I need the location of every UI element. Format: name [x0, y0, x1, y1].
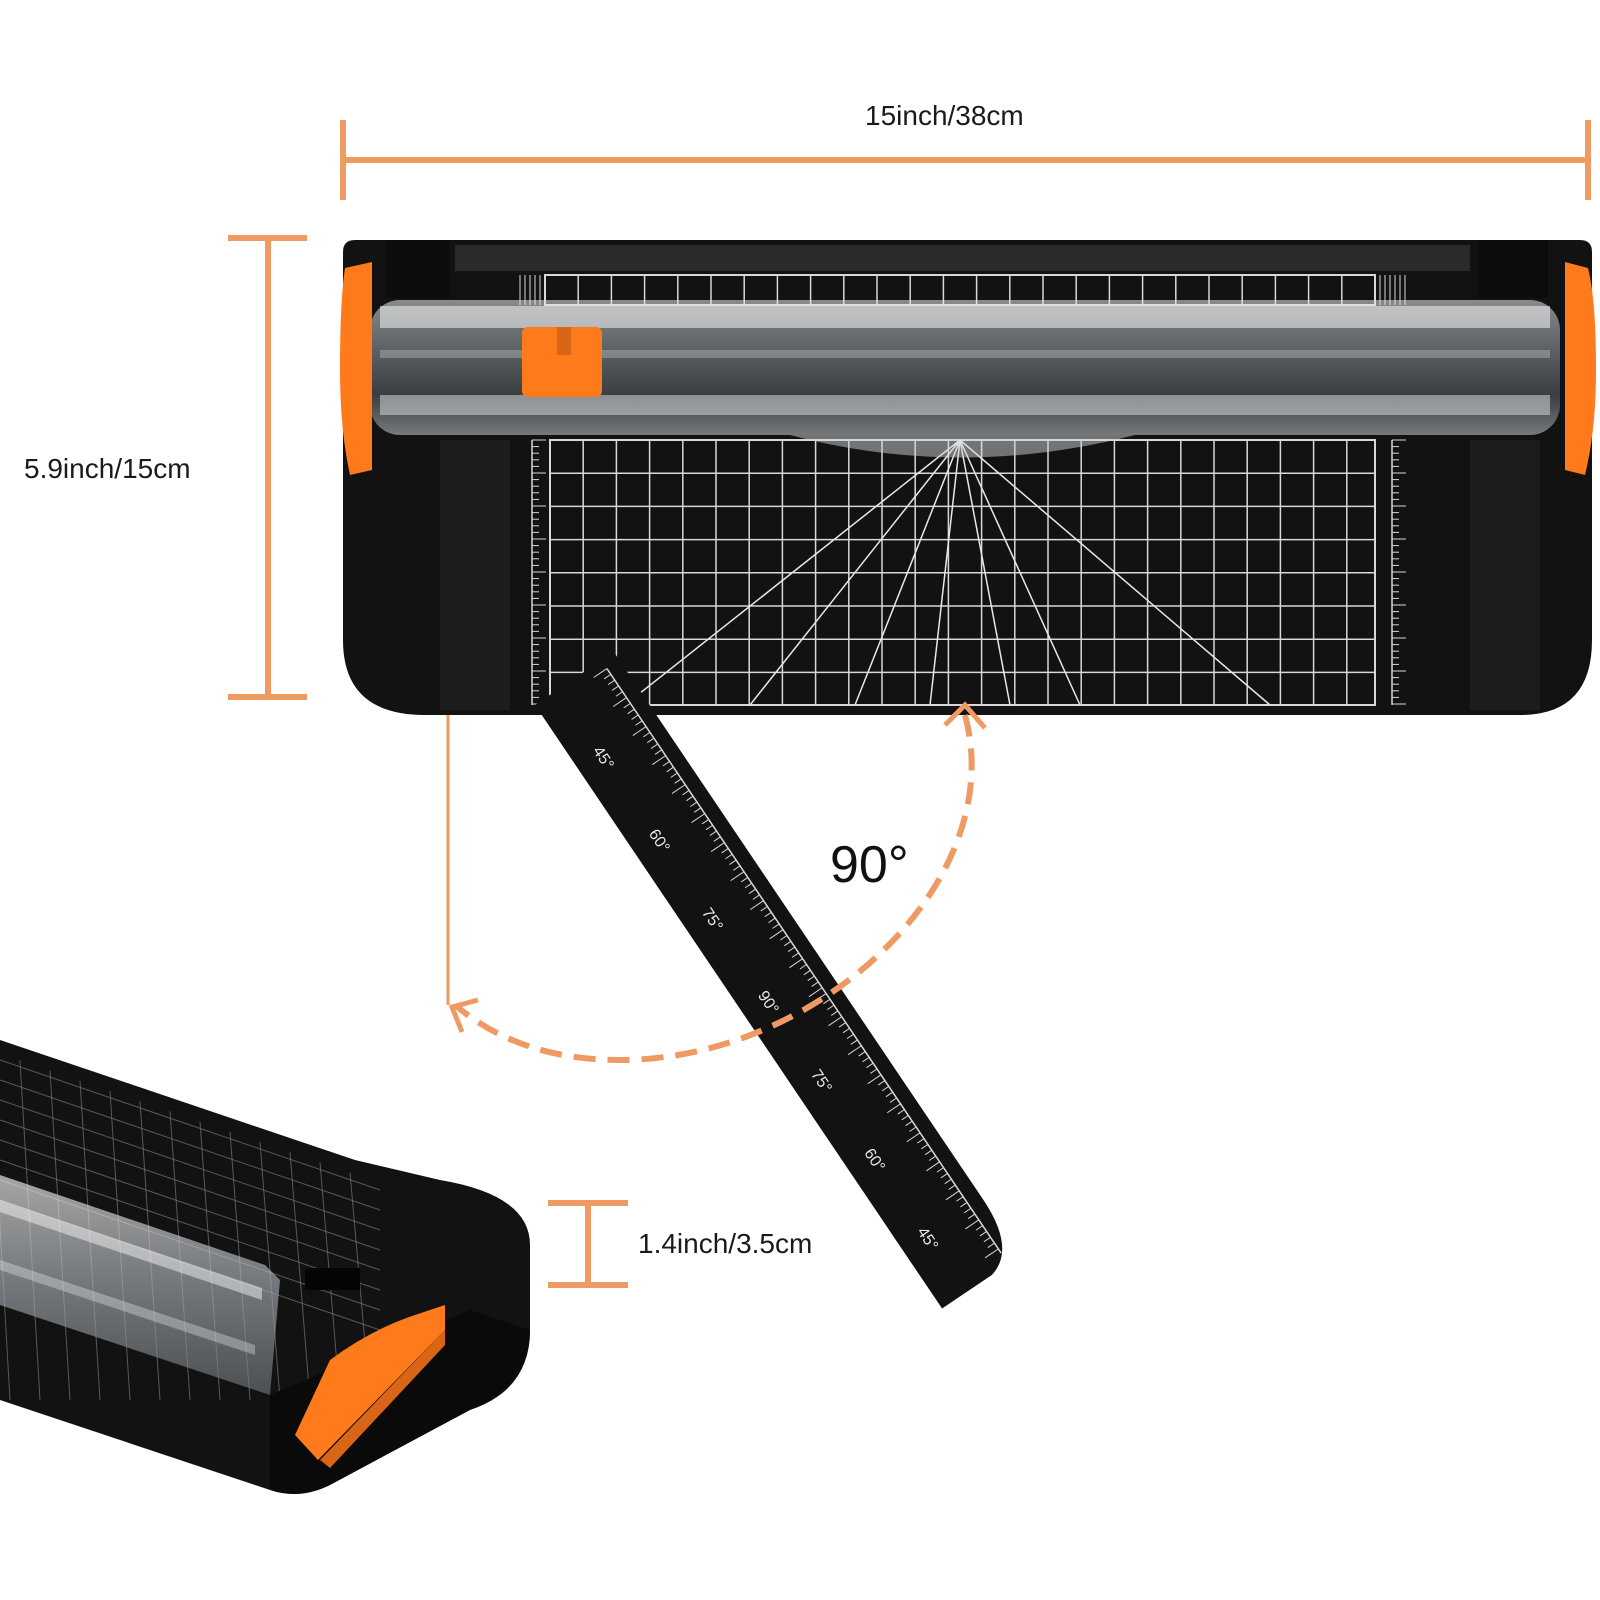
depth-dimension-line [228, 235, 307, 700]
arrow-head-icon [943, 701, 987, 730]
cutter-side-view-inset [0, 1040, 530, 1494]
width-dimension-line [340, 120, 1591, 200]
rotation-indicator [446, 701, 987, 1064]
rotation-angle-label: 90° [830, 836, 909, 894]
left-end-cap [340, 262, 372, 475]
paper-cutter-top-view [340, 240, 1596, 715]
cutting-grid [549, 439, 1376, 706]
inset-end-cap [295, 1305, 445, 1460]
swing-arm-ruler: 45°60°75°90°75°60°45° [535, 651, 1003, 1309]
height-dimension-line [548, 1200, 628, 1288]
angle-guide-lines [624, 439, 1271, 706]
width-label: 5.9inch/15cm [24, 453, 191, 484]
arm-ruler-scale [593, 668, 1002, 1259]
cutter-slider-handle [522, 327, 602, 397]
blade-guard [370, 300, 1560, 458]
height-label: 1.4inch/3.5cm [638, 1228, 813, 1259]
right-end-cap [1565, 262, 1596, 475]
side-ruler-scales [531, 439, 1406, 705]
arrow-head-icon [448, 997, 479, 1033]
length-label: 15inch/38cm [865, 100, 1024, 131]
